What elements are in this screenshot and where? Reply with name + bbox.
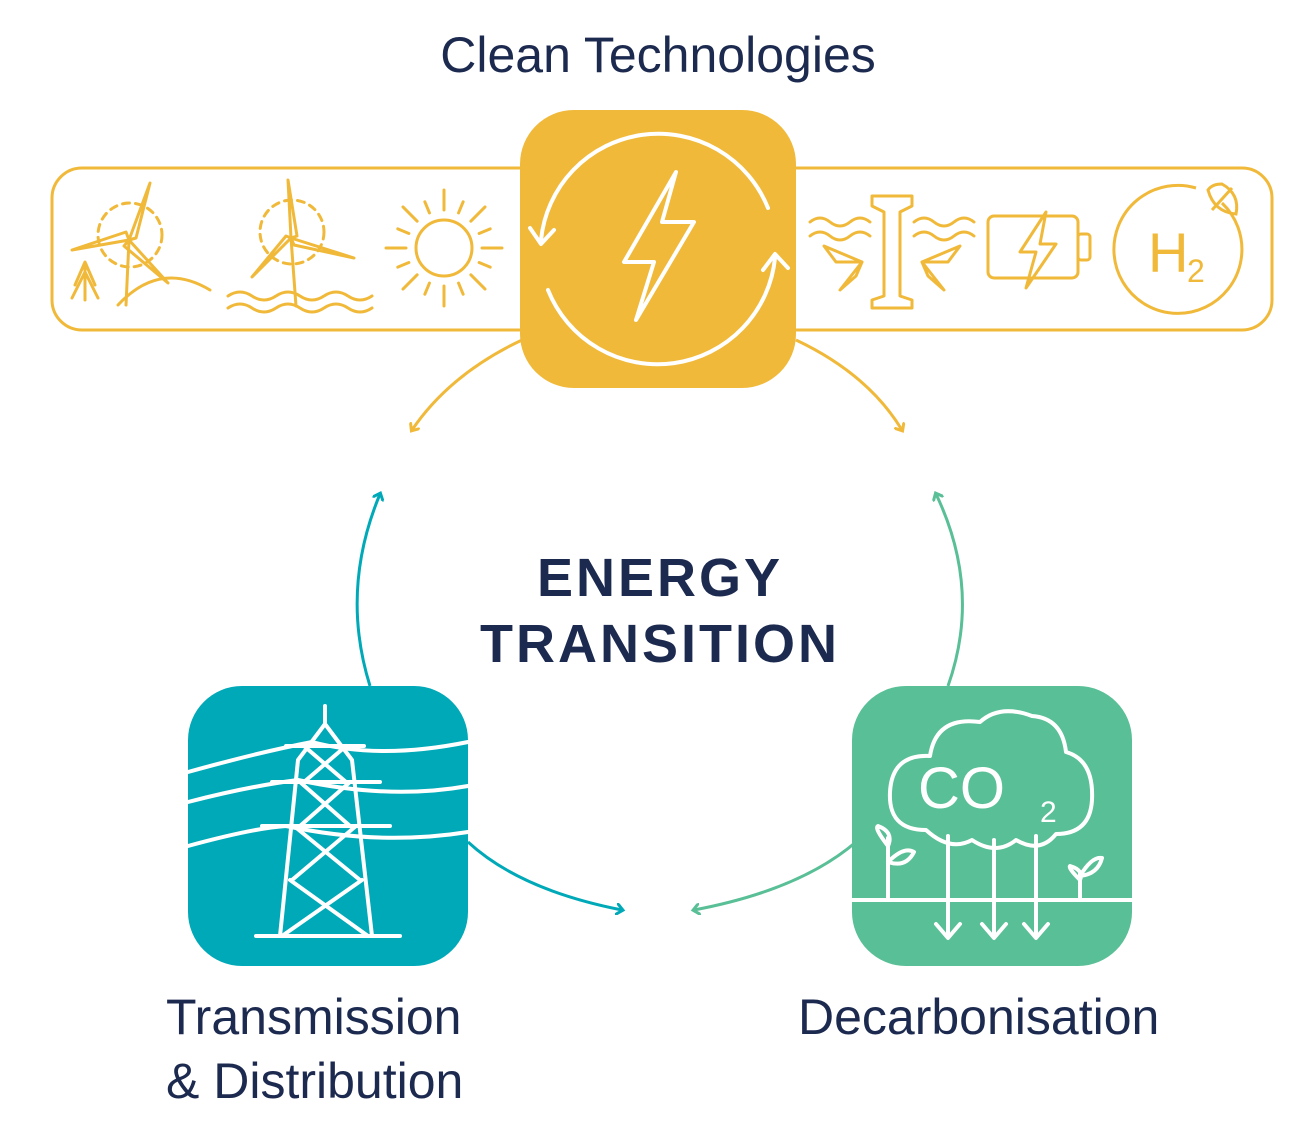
solar-icon: [384, 188, 504, 308]
onshore-wind-icon: [70, 181, 212, 307]
transmission-line1: Transmission: [166, 989, 462, 1045]
energy-cycle-icon: [528, 131, 790, 367]
energy-transition-title: ENERGY TRANSITION: [430, 545, 890, 677]
battery-icon: [986, 210, 1092, 290]
arrow-clean-to-left: [412, 338, 523, 430]
sun-ray: [469, 273, 487, 291]
tidal-icon: [808, 194, 976, 310]
sun-ray: [457, 281, 465, 296]
sun-ray: [396, 261, 411, 269]
clean-tech-box: [520, 110, 796, 388]
sun-ray: [401, 205, 419, 223]
energy-transition-line2: TRANSITION: [480, 614, 840, 674]
clean-technologies-title: Clean Technologies: [440, 27, 876, 83]
sun-ray: [457, 200, 465, 215]
svg-text:2: 2: [1040, 796, 1057, 829]
decarbonisation-title: Decarbonisation: [798, 989, 1160, 1045]
transmission-title: Transmission & Distribution: [166, 985, 463, 1113]
sun-ray: [469, 205, 487, 223]
sun-ray: [477, 227, 492, 235]
arrow-decarbon-to-center: [694, 840, 857, 910]
sun-ray: [396, 227, 411, 235]
svg-text:H: H: [1148, 221, 1188, 284]
sun-ray: [423, 281, 431, 296]
svg-text:CO: CO: [918, 756, 1005, 821]
hydrogen-icon: H 2: [1112, 182, 1244, 315]
arrow-transmission-to-center: [466, 840, 622, 910]
arrow-clean-to-right: [795, 338, 902, 430]
svg-text:2: 2: [1187, 253, 1205, 289]
co2-cloud-icon: CO 2: [850, 709, 1134, 940]
arrow-decarbon-up: [936, 494, 964, 687]
offshore-wind-icon: [226, 178, 374, 314]
energy-transition-line1: ENERGY: [536, 548, 784, 608]
sun-ray: [477, 261, 492, 269]
transmission-line2: & Distribution: [166, 1053, 464, 1109]
sun-ray: [423, 200, 431, 215]
arrow-transmission-up: [355, 494, 380, 687]
pylon-icon: [186, 704, 470, 938]
sun-ray: [401, 273, 419, 291]
